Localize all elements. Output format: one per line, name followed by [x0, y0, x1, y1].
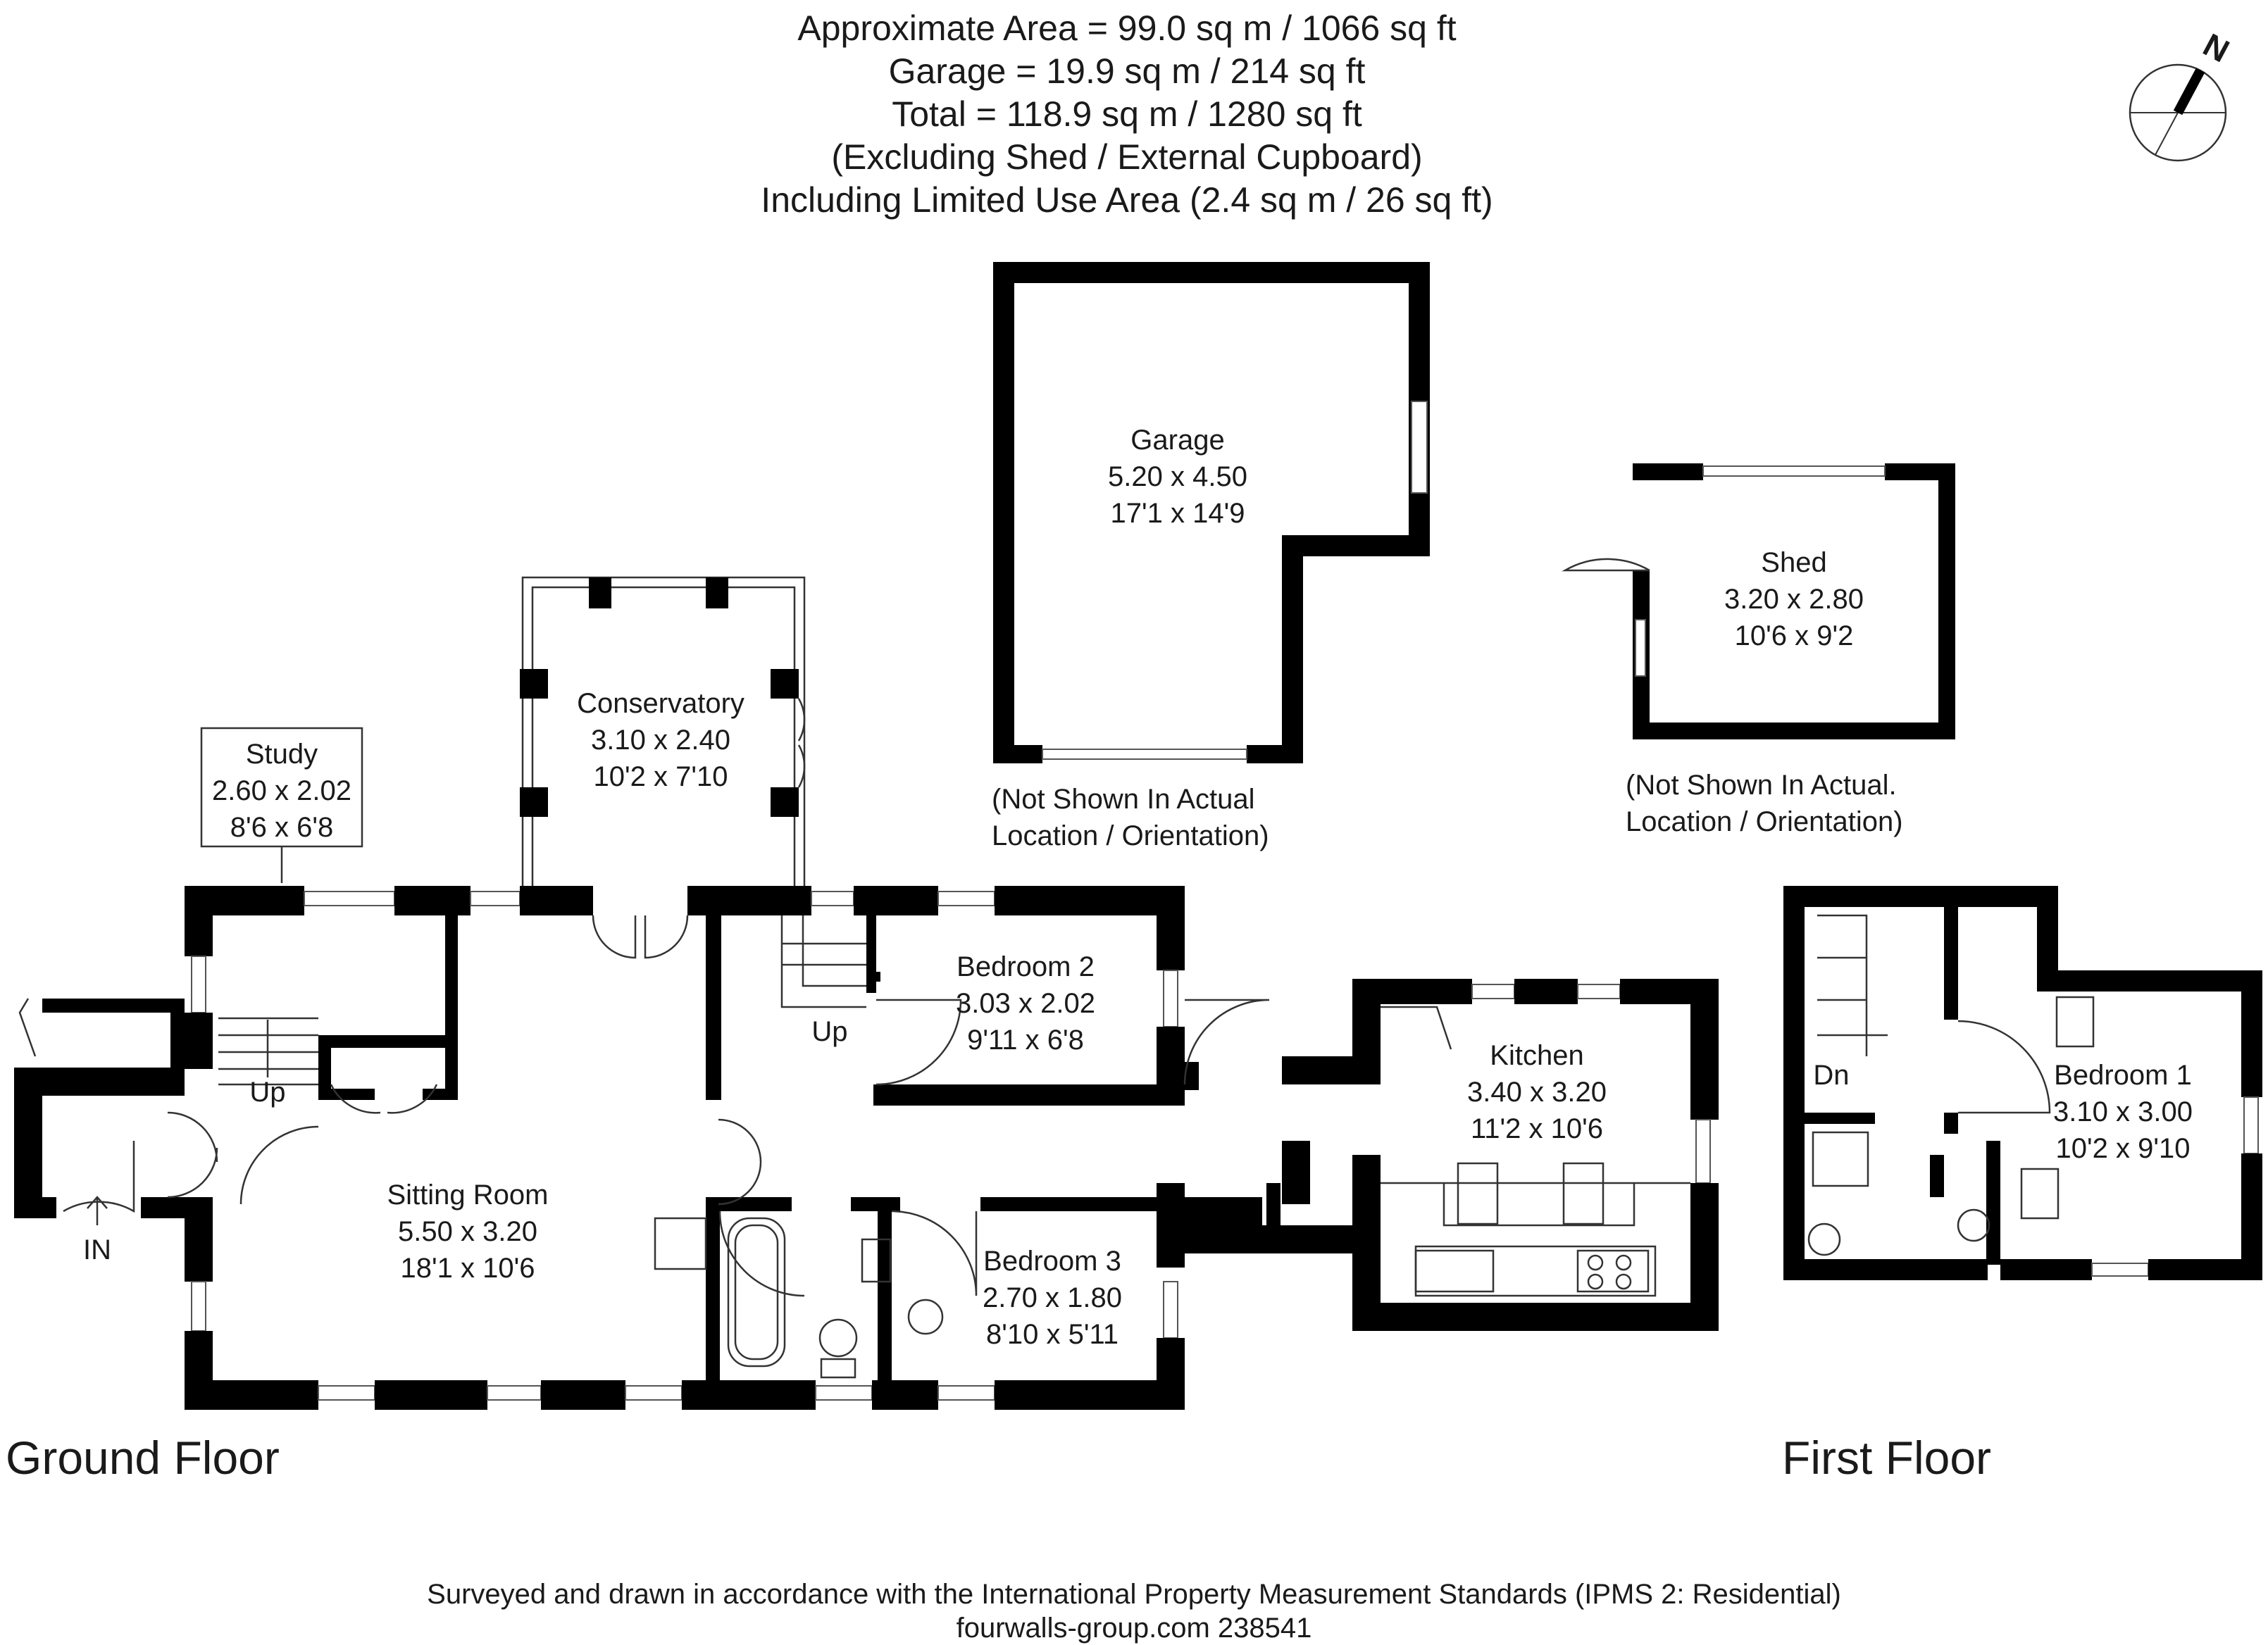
sitting-room-imperial: 18'1 x 10'6: [401, 1253, 535, 1284]
sitting-room-metric: 5.50 x 3.20: [398, 1216, 537, 1247]
conservatory-name: Conservatory: [577, 688, 744, 719]
ground-floor-walls: [185, 886, 1368, 1410]
bedroom2-label: Bedroom 2 3.03 x 2.02 9'11 x 6'8: [956, 951, 1095, 1056]
first-floor-title: First Floor: [1782, 1432, 1991, 1484]
survey-statement: Surveyed and drawn in accordance with th…: [427, 1579, 1841, 1610]
conservatory-structure: [520, 576, 806, 886]
sitting-room-label: Sitting Room 5.50 x 3.20 18'1 x 10'6: [387, 1180, 549, 1284]
study-label-box: [200, 727, 363, 848]
shed-note-line1: (Not Shown In Actual.: [1626, 770, 1897, 801]
study-label: Study 2.60 x 2.02 8'6 x 6'8: [212, 739, 351, 843]
garage-name: Garage: [1130, 425, 1224, 456]
shed-imperial: 10'6 x 9'2: [1735, 620, 1854, 651]
bath-icon: [727, 1217, 786, 1368]
sitting-room-name: Sitting Room: [387, 1180, 549, 1211]
garage-note-line2: Location / Orientation): [992, 820, 1269, 851]
garage-imperial: 17'1 x 14'9: [1111, 498, 1245, 529]
study-name: Study: [246, 739, 318, 770]
shed-label: Shed 3.20 x 2.80 10'6 x 9'2: [1724, 547, 1864, 651]
conservatory-metric: 3.10 x 2.40: [591, 725, 730, 756]
ground-doors: [167, 915, 1270, 1297]
ground-floor-title: Ground Floor: [6, 1432, 280, 1484]
hob-icon: [1576, 1249, 1650, 1293]
ground-stairs: [218, 915, 866, 1086]
kitchen-label: Kitchen 3.40 x 3.20 11'2 x 10'6: [1467, 1040, 1607, 1144]
garage-area: Garage = 19.9 sq m / 214 sq ft: [888, 51, 1366, 91]
exclusion-note: (Excluding Shed / External Cupboard): [831, 137, 1423, 177]
garage-window: [1411, 401, 1428, 494]
garage-structure: [993, 262, 1430, 763]
kitchen-metric: 3.40 x 3.20: [1467, 1077, 1607, 1108]
bedroom3-imperial: 8'10 x 5'11: [986, 1319, 1119, 1350]
shed-note-line2: Location / Orientation): [1626, 806, 1903, 837]
study-imperial: 8'6 x 6'8: [230, 812, 333, 843]
bedroom1-label: Bedroom 1 3.10 x 3.00 10'2 x 9'10: [2053, 1060, 2193, 1164]
bedroom2-metric: 3.03 x 2.02: [956, 988, 1095, 1019]
shed-door: [1562, 558, 1650, 572]
compass-icon: N: [2129, 28, 2236, 162]
conservatory-imperial: 10'2 x 7'10: [594, 761, 728, 792]
bedroom1-metric: 3.10 x 3.00: [2053, 1096, 2193, 1127]
bedroom2-name: Bedroom 2: [957, 951, 1095, 982]
approximate-area: Approximate Area = 99.0 sq m / 1066 sq f…: [797, 8, 1457, 48]
bathroom-fittings: [654, 1217, 944, 1379]
shower-tray-icon: [654, 1217, 707, 1270]
garage-note-line1: (Not Shown In Actual: [992, 784, 1255, 815]
footer: Surveyed and drawn in accordance with th…: [0, 1577, 2268, 1645]
up-stairs-label: Up: [249, 1077, 285, 1108]
floor-plan: Garage 5.20 x 4.50 17'1 x 14'9 (Not Show…: [14, 262, 2262, 1410]
bedroom3-name: Bedroom 3: [983, 1246, 1121, 1277]
bedroom3-label: Bedroom 3 2.70 x 1.80 8'10 x 5'11: [983, 1246, 1122, 1350]
toilet-icon: [818, 1318, 858, 1358]
shed-name: Shed: [1761, 547, 1826, 578]
study-metric: 2.60 x 2.02: [212, 775, 351, 806]
entrance-porch: [14, 998, 185, 1218]
sink-icon: [1414, 1249, 1495, 1293]
area-summary: Approximate Area = 99.0 sq m / 1066 sq f…: [634, 7, 1620, 222]
first-floor-structure: [1783, 886, 2262, 1280]
kitchen-name: Kitchen: [1490, 1040, 1583, 1071]
total-area: Total = 118.9 sq m / 1280 sq ft: [892, 94, 1362, 134]
first-floor-toilet-icon: [1807, 1222, 1841, 1256]
reference-number: fourwalls-group.com 238541: [956, 1613, 1312, 1644]
kitchen-structure: [1282, 979, 1719, 1331]
limited-use-note: Including Limited Use Area (2.4 sq m / 2…: [761, 180, 1493, 220]
front-door: [63, 1141, 135, 1213]
entrance-arrow-icon: [87, 1196, 108, 1225]
garage-label: Garage 5.20 x 4.50 17'1 x 14'9: [1108, 425, 1247, 529]
first-floor-basin-icon: [1957, 1208, 1990, 1242]
down-stairs-label: Dn: [1813, 1060, 1849, 1091]
first-floor-shower-icon: [1812, 1131, 1869, 1187]
basin-icon: [861, 1238, 892, 1283]
garage-door: [1042, 749, 1247, 760]
bedroom3-metric: 2.70 x 1.80: [983, 1282, 1122, 1313]
garage-metric: 5.20 x 4.50: [1108, 461, 1247, 492]
kitchen-imperial: 11'2 x 10'6: [1471, 1113, 1603, 1144]
entrance-label: IN: [83, 1234, 111, 1265]
bedroom1-imperial: 10'2 x 9'10: [2056, 1133, 2191, 1164]
shed-metric: 3.20 x 2.80: [1724, 584, 1864, 615]
up-stairs-bedroom2-label: Up: [811, 1016, 847, 1047]
conservatory-label: Conservatory 3.10 x 2.40 10'2 x 7'10: [577, 688, 744, 792]
shed-structure: [1562, 463, 1955, 739]
basin-bedroom3-icon: [907, 1299, 944, 1335]
bedroom2-imperial: 9'11 x 6'8: [967, 1025, 1084, 1056]
bedroom1-name: Bedroom 1: [2054, 1060, 2192, 1091]
